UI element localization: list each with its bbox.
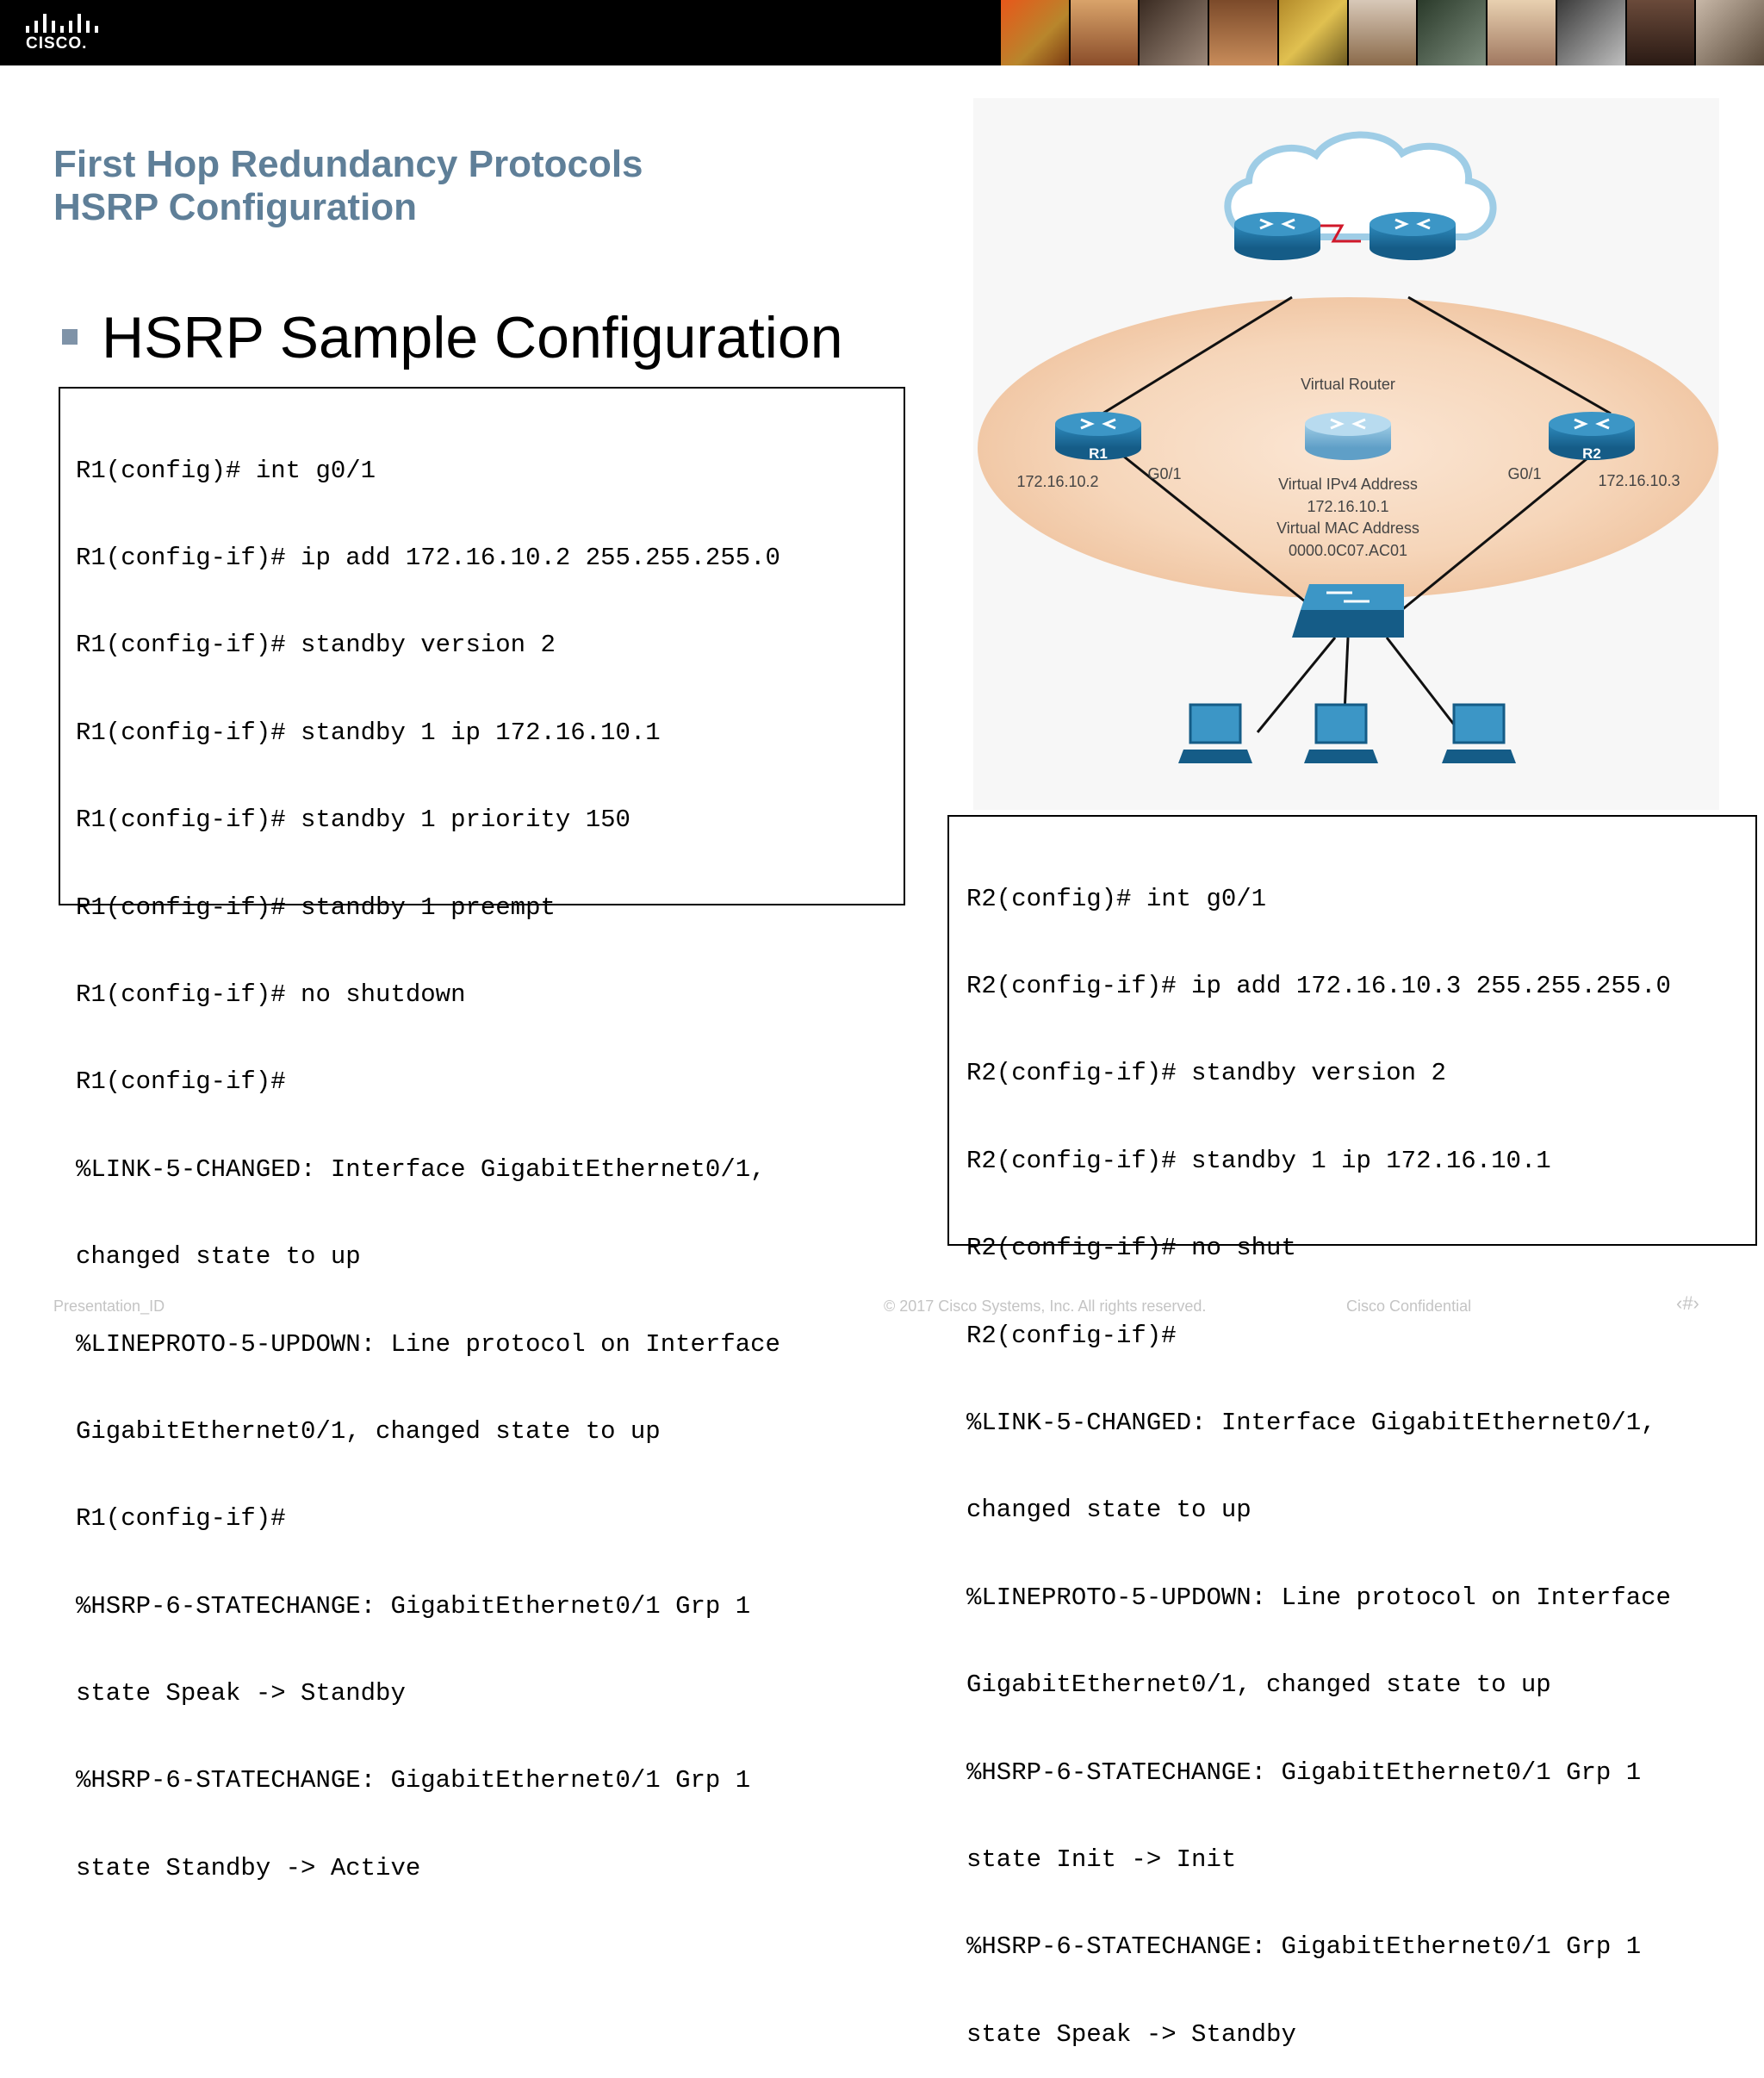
r1-config-box: R1(config)# int g0/1 R1(config-if)# ip a…	[59, 387, 905, 1882]
hsrp-topology-diagram: R1 R2 Virtual Router 172.16.10.2 G0/1 G0…	[973, 98, 1719, 810]
cisco-logo: CISCO.	[24, 12, 110, 55]
wan-link	[1314, 224, 1361, 243]
r1-config-line: R1(config-if)# standby version 2	[76, 631, 556, 660]
r1-config-line: %HSRP-6-STATECHANGE: GigabitEthernet0/1 …	[76, 1766, 751, 1795]
slide-title-line2: HSRP Configuration	[53, 186, 418, 228]
r2-config-line: GigabitEthernet0/1, changed state to up	[966, 1670, 1551, 1700]
bullet-heading: HSRP Sample Configuration	[102, 305, 843, 370]
pc-right-icon	[1442, 703, 1516, 763]
r2-config-line: R2(config-if)# no shut	[966, 1234, 1296, 1263]
r2-config-line: %LINK-5-CHANGED: Interface GigabitEthern…	[966, 1408, 1656, 1437]
r1-config-line: R1(config-if)# ip add 172.16.10.2 255.25…	[76, 543, 780, 572]
r2-ip-label: 172.16.10.3	[1598, 472, 1680, 489]
r2-config-line: R2(config-if)# standby version 2	[966, 1059, 1446, 1088]
switch-icon	[1292, 584, 1404, 638]
r1-config-line: state Standby -> Active	[76, 1853, 421, 1882]
internet-cloud	[1224, 131, 1497, 240]
r2-config-line: %HSRP-6-STATECHANGE: GigabitEthernet0/1 …	[966, 1758, 1642, 1787]
r1-config-line: R1(config-if)# standby 1 ip 172.16.10.1	[76, 718, 661, 747]
slide-title: First Hop Redundancy Protocols HSRP Conf…	[53, 143, 643, 229]
footer-confidential: Cisco Confidential	[1346, 1297, 1472, 1315]
r2-config-box: R2(config)# int g0/1 R2(config-if)# ip a…	[947, 815, 1757, 2049]
r1-config-line: changed state to up	[76, 1242, 361, 1272]
r2-config-line: %LINEPROTO-5-UPDOWN: Line protocol on In…	[966, 1583, 1671, 1612]
virtual-ip-label: Virtual IPv4 Address	[1278, 476, 1418, 493]
r1-config-line: R1(config-if)#	[76, 1067, 286, 1097]
r2-config-line: changed state to up	[966, 1496, 1252, 1525]
r1-ip-label: 172.16.10.2	[1016, 473, 1098, 490]
r1-config-line: R1(config-if)# standby 1 priority 150	[76, 806, 630, 835]
r1-port-label: G0/1	[1147, 465, 1181, 482]
r2-label: R2	[1582, 445, 1601, 462]
network-links	[1102, 296, 1612, 733]
footer-presentation-id: Presentation_ID	[53, 1297, 165, 1315]
virtual-router-icon	[1305, 412, 1391, 460]
r2-config-line: R2(config)# int g0/1	[966, 884, 1267, 913]
cisco-logo-bars-icon	[26, 12, 103, 33]
cloud-router-right-icon	[1370, 212, 1456, 260]
r2-config-line: R2(config-if)# ip add 172.16.10.3 255.25…	[966, 971, 1671, 1000]
r2-config-line: R2(config-if)#	[966, 1321, 1177, 1350]
r1-config-line: R1(config-if)#	[76, 1504, 286, 1534]
r2-config-line: %HSRP-6-STATECHANGE: GigabitEthernet0/1 …	[966, 1932, 1642, 1962]
r1-label: R1	[1089, 445, 1108, 462]
header-banner: CISCO.	[0, 0, 1764, 65]
bullet-marker	[62, 329, 78, 345]
virtual-ip-value: 172.16.10.1	[1307, 498, 1388, 515]
pc-left-icon	[1178, 703, 1252, 763]
r2-config-line: state Init -> Init	[966, 1845, 1237, 1874]
r2-config-line: state Speak -> Standby	[966, 2019, 1296, 2049]
r1-config-line: R1(config)# int g0/1	[76, 456, 376, 485]
r1-config-line: GigabitEthernet0/1, changed state to up	[76, 1416, 661, 1446]
r2-port-label: G0/1	[1507, 465, 1541, 482]
r1-config-line: %HSRP-6-STATECHANGE: GigabitEthernet0/1 …	[76, 1591, 751, 1621]
footer-page-number: ‹#›	[1676, 1292, 1699, 1314]
header-photo-strip	[999, 0, 1764, 65]
r1-config-line: %LINEPROTO-5-UPDOWN: Line protocol on In…	[76, 1329, 780, 1359]
router-r2-icon	[1549, 412, 1635, 460]
virtual-router-label: Virtual Router	[1301, 376, 1395, 393]
footer-copyright: © 2017 Cisco Systems, Inc. All rights re…	[884, 1297, 1207, 1315]
virtual-mac-value: 0000.0C07.AC01	[1289, 542, 1407, 559]
r1-config-line: state Speak -> Standby	[76, 1679, 406, 1708]
r1-config-line: R1(config-if)# standby 1 preempt	[76, 893, 556, 922]
r1-config-line: %LINK-5-CHANGED: Interface GigabitEthern…	[76, 1154, 766, 1184]
virtual-mac-label: Virtual MAC Address	[1276, 520, 1419, 537]
slide-title-line1: First Hop Redundancy Protocols	[53, 143, 643, 185]
router-r1-icon	[1055, 412, 1141, 460]
r2-config-line: R2(config-if)# standby 1 ip 172.16.10.1	[966, 1146, 1551, 1175]
cisco-logo-text: CISCO.	[26, 34, 88, 53]
pc-middle-icon	[1304, 703, 1378, 763]
cloud-router-left-icon	[1234, 212, 1320, 260]
r1-config-line: R1(config-if)# no shutdown	[76, 980, 466, 1009]
